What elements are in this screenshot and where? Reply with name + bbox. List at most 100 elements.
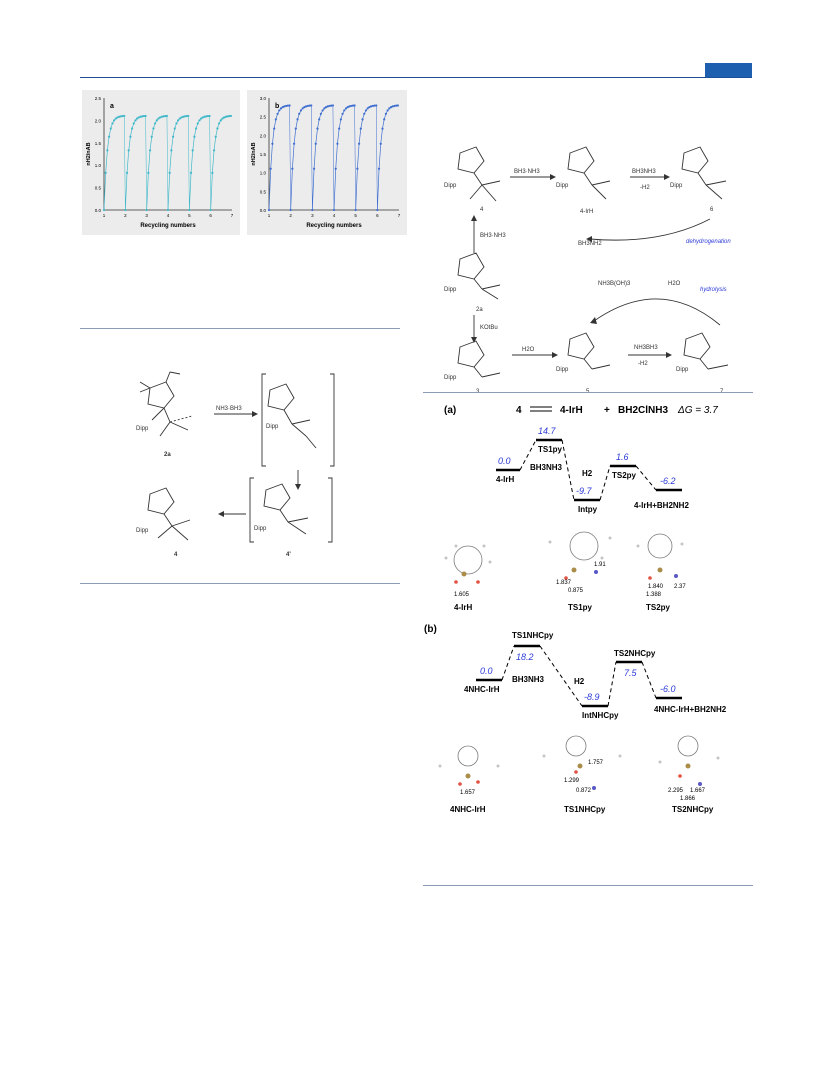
series-line (376, 105, 398, 211)
dipp-label-4prime: Dipp (254, 526, 267, 532)
chart-panel-letter: a (110, 103, 114, 110)
x-tick-label: 2 (289, 213, 292, 218)
minus-h2-bottom: -H2 (638, 361, 648, 367)
y-tick-label: 2.5 (95, 96, 102, 101)
data-point (209, 208, 212, 212)
molecule-4 (147, 487, 191, 541)
reagent-label: NH3·BH3 (216, 406, 242, 412)
y-tick-label: 0.0 (95, 208, 102, 213)
reagent-b: BH3NH3 (512, 675, 545, 684)
dist-b-3: 0.872 (576, 788, 592, 794)
y-tick-label: 1.5 (95, 141, 102, 146)
level-b-2-name: IntNHCpy (582, 711, 619, 720)
cycle-reset-line (145, 115, 147, 211)
dist-a-6: 2.37 (674, 584, 686, 590)
dipp-label-4: Dipp (136, 528, 149, 534)
y-tick-label: 2.0 (95, 118, 102, 123)
eq-dg: ΔG = 3.7 (677, 405, 718, 416)
label-r-4: 4 (480, 207, 484, 213)
h2-a: H2 (582, 469, 593, 478)
x-tick-label: 4 (167, 213, 170, 218)
cycle-reset-line (209, 115, 211, 211)
molecule-2a (139, 371, 193, 437)
minus-h2-top: -H2 (640, 185, 650, 191)
y-tick-label: 1.0 (95, 163, 102, 168)
struct-a-2: TS2py (646, 603, 671, 612)
divider-left-1 (80, 328, 400, 329)
x-axis-label: Recycling numbers (140, 223, 196, 229)
dipp-r-2a: Dipp (444, 287, 457, 293)
energy-profile-a: (a) 4 4-IrH + BH2ClNH3 ΔG = 3.7 0.0 4-Ir… (444, 405, 718, 612)
bottom-left-reagent: BH3NH2 (578, 241, 602, 247)
level-b-1-value: 18.2 (516, 652, 534, 662)
x-tick-label: 6 (209, 213, 212, 218)
x-tick-label: 3 (145, 213, 148, 218)
level-a-1-name: TS1py (538, 445, 563, 454)
label-r-6: 6 (710, 207, 714, 213)
molecule-scheme-2a (457, 252, 501, 300)
dipp-label-int: Dipp (266, 424, 279, 430)
cycle-reset-line (124, 115, 126, 211)
struct-b-0: 4NHC-IrH (450, 805, 486, 814)
hydrolysis-label: hydrolysis (700, 287, 727, 293)
data-point (145, 208, 148, 212)
level-a-3-value: 1.6 (616, 452, 629, 462)
series-line (268, 105, 290, 211)
molecule-scheme-6 (681, 146, 727, 200)
x-tick-label: 7 (398, 213, 401, 218)
data-point (144, 114, 147, 118)
level-a-2-value: -9.7 (576, 486, 593, 496)
dipp-r-6: Dipp (670, 183, 683, 189)
x-tick-label: 4 (333, 213, 336, 218)
y-tick-label: 1.5 (260, 152, 267, 157)
dist-a-2: 0.875 (568, 588, 584, 594)
header-rule (80, 77, 752, 78)
molecule-scheme-5top (567, 146, 611, 200)
data-point (208, 114, 211, 118)
divider-left-2 (80, 583, 400, 584)
dipp-r-5b: Dipp (556, 367, 569, 373)
molecule-scheme-4 (457, 146, 501, 202)
level-b-4-value: -6.0 (660, 684, 676, 694)
molecule-scheme-3 (457, 340, 501, 378)
label-2a: 2a (164, 452, 171, 458)
label-r-2a: 2a (476, 307, 483, 313)
structures-b (438, 735, 720, 790)
nh3bh3-reagent: NH3BH3 (634, 345, 658, 351)
y-tick-label: 0.5 (260, 189, 267, 194)
y-tick-label: 2.0 (260, 133, 267, 138)
data-point (267, 208, 271, 212)
dist-b-1: 1.757 (588, 760, 604, 766)
x-tick-label: 2 (124, 213, 127, 218)
x-tick-label: 1 (103, 213, 106, 218)
eq-product: BH2ClNH3 (618, 405, 668, 416)
dist-b-4: 2.295 (668, 788, 684, 794)
reagent-top: BH3·NH3 (514, 169, 540, 175)
level-b-3-name: TS2NHCpy (614, 649, 656, 658)
level-a-1-value: 14.7 (538, 426, 557, 436)
h2-b: H2 (574, 677, 585, 686)
dist-b-0: 1.657 (460, 790, 476, 796)
series-line (355, 105, 377, 211)
level-b-4-name: 4NHC-IrH+BH2NH2 (654, 705, 727, 714)
label-4prime: 4' (286, 552, 291, 558)
energy-profile-b: (b) 0.0 4NHC-IrH 18.2 TS1NHCpy -8.9 IntN… (424, 624, 727, 814)
scheme-left: Dipp 2a NH3·BH3 Dipp Dipp 4' Dipp 4 (136, 371, 335, 558)
y-tick-label: 2.5 (260, 115, 267, 120)
level-a-0-value: 0.0 (498, 456, 511, 466)
x-tick-label: 3 (311, 213, 314, 218)
struct-a-0: 4-IrH (454, 603, 472, 612)
x-axis-label: Recycling numbers (306, 223, 362, 229)
x-tick-label: 6 (376, 213, 379, 218)
label-4: 4 (174, 552, 178, 558)
series-line (124, 115, 146, 211)
level-b-3-value: 7.5 (624, 668, 638, 678)
data-point (354, 208, 357, 212)
y-tick-label: 1.0 (260, 171, 267, 176)
divider-right-2 (423, 885, 753, 886)
dist-a-0: 1.605 (454, 592, 470, 598)
reagent-up: BH3·NH3 (480, 233, 506, 239)
loop-reagent: NH3B(OH)3 (598, 281, 631, 287)
dist-b-2: 1.299 (564, 778, 580, 784)
